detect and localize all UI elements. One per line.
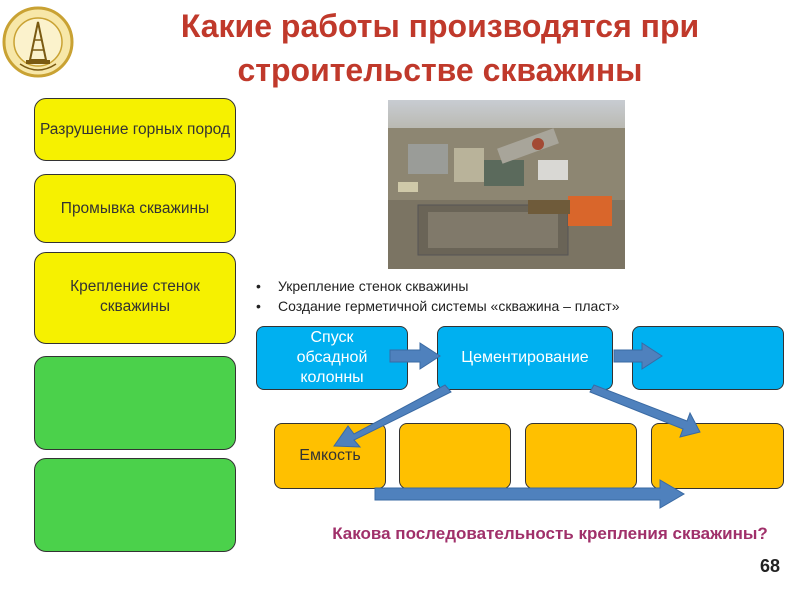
stage-casing-walls: Крепление стенок скважины bbox=[34, 252, 236, 344]
title-line-2: строительстве скважины bbox=[237, 52, 643, 88]
step-empty bbox=[632, 326, 784, 390]
substep-empty-1 bbox=[399, 423, 511, 489]
substep-empty-3 bbox=[651, 423, 784, 489]
stage-empty-1 bbox=[34, 356, 236, 450]
stage-empty-2 bbox=[34, 458, 236, 552]
step-cementing: Цементирование bbox=[437, 326, 613, 390]
stage-label: Промывка скважины bbox=[60, 199, 210, 217]
page-number: 68 bbox=[760, 556, 781, 576]
stage-label: Разрушение горных пород bbox=[39, 120, 231, 138]
sequence-question: Какова последовательность крепления сква… bbox=[332, 524, 768, 543]
slide-title: Какие работы производятся при строительс… bbox=[80, 4, 800, 92]
casing-purpose-list: Укрепление стенок скважины Создание герм… bbox=[256, 276, 620, 316]
stage-rock-destruction: Разрушение горных пород bbox=[34, 98, 236, 161]
substep-tank: Емкость bbox=[274, 423, 386, 489]
step-label: Цементирование bbox=[461, 349, 589, 366]
substep-empty-2 bbox=[525, 423, 637, 489]
title-line-1: Какие работы производятся при bbox=[180, 8, 700, 44]
step-label: Спуск обсадной колонны bbox=[296, 329, 368, 386]
stage-label: Крепление стенок скважины bbox=[70, 278, 200, 315]
stage-flushing: Промывка скважины bbox=[34, 174, 236, 243]
step-casing-run: Спуск обсадной колонны bbox=[256, 326, 408, 390]
department-logo bbox=[2, 6, 74, 78]
list-item: Укрепление стенок скважины bbox=[256, 276, 620, 296]
drilling-site-photo bbox=[388, 100, 625, 269]
list-item: Создание герметичной системы «скважина –… bbox=[256, 296, 620, 316]
substep-label: Емкость bbox=[299, 447, 361, 464]
